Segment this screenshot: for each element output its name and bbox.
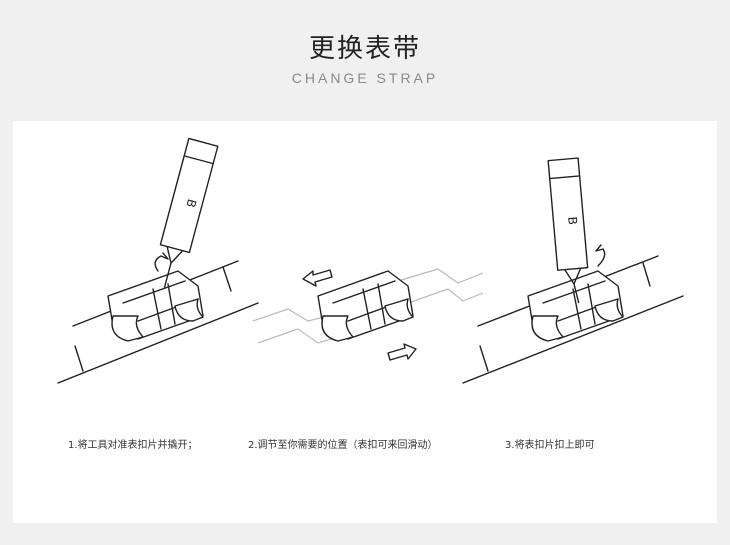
arrow-right-icon [387, 343, 417, 361]
tool-logo: B [565, 216, 580, 225]
step-3-caption: 3.将表扣片扣上即可 [505, 440, 595, 451]
clasp-icon [107, 270, 204, 342]
rotate-arrow-icon [595, 244, 606, 267]
page-title: 更换表带 [308, 34, 421, 64]
rotate-arrow-icon [154, 252, 169, 272]
clasp-icon [527, 270, 624, 342]
step-1-illustration: B [57, 137, 259, 384]
step-1-caption: 1.将工具对准表扣片并撬开； [68, 440, 198, 451]
step-2-caption: 2.调节至你需要的位置（表扣可来回滑动） [248, 440, 438, 451]
step-3-illustration: B [462, 157, 684, 384]
tool-logo: B [183, 197, 199, 209]
step-2-illustration [252, 268, 484, 361]
clasp-icon [317, 270, 414, 342]
arrow-left-icon [302, 269, 333, 287]
instruction-panel: B [13, 121, 717, 523]
pry-tool-icon: B [547, 157, 589, 304]
pry-tool-icon: B [159, 137, 219, 288]
page-subtitle: CHANGE STRAP [291, 70, 439, 86]
